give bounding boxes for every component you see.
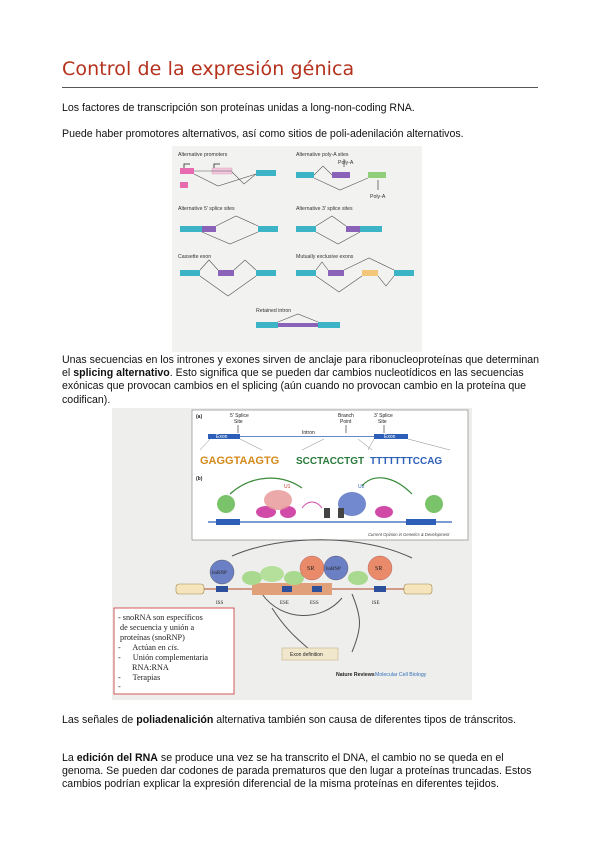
exon-right-label: Exon	[384, 434, 396, 440]
label-retained: Retained intron	[256, 308, 291, 314]
paragraph-3-bold: splicing alternativo	[73, 367, 170, 380]
splicing-patterns-svg: Alternative promoters Alternative poly-A…	[172, 146, 422, 352]
note-line-3: proteínas (snoRNP)	[120, 633, 185, 642]
intron-label: Intron	[302, 430, 315, 436]
paragraph-3-text-b: . Esto significa que se pueden dar cambi…	[62, 367, 527, 406]
ese-label: ESE	[280, 601, 289, 606]
nature-reviews-label: Nature Reviews	[336, 672, 375, 678]
sequence-logo-2: SCCTACCTGT	[296, 456, 364, 467]
three-splice-label: 3′ Splice	[374, 413, 393, 419]
page-title: Control de la expresión génica	[62, 58, 355, 80]
five-site-label: Site	[234, 419, 243, 425]
sequence-logo-3: TTTTTTTCCAG	[370, 456, 442, 467]
branch-label: Branch	[338, 413, 354, 419]
paragraph-3: Unas secuencias en los intrones y exones…	[62, 354, 542, 407]
label-polya-top: Poly-A	[338, 160, 354, 166]
label-polya-bottom: Poly-A	[370, 194, 386, 200]
label-cassette: Cassette exon	[178, 254, 211, 260]
paragraph-5-text-a: La	[62, 752, 77, 764]
label-alt-promoters: Alternative promoters	[178, 152, 228, 158]
splicing-regulation-svg: (a) 5′ Splice Site Branch Point 3′ Splic…	[112, 408, 472, 700]
note-line-7: - Terapias	[118, 673, 160, 682]
note-line-6: RNA:RNA	[132, 663, 169, 672]
exon-definition-label: Exon definition	[290, 652, 323, 658]
u2-label: U2	[358, 484, 365, 490]
note-line-1: - snoRNA son específicos	[118, 613, 203, 622]
sr-label-right: SR	[375, 566, 382, 572]
panel-b-tag: (b)	[196, 476, 203, 482]
paragraph-3-text-a: Unas secuencias en los intrones y exones…	[62, 354, 540, 380]
point-label: Point	[340, 419, 352, 425]
splicing-regulation-figure: (a) 5′ Splice Site Branch Point 3′ Splic…	[112, 408, 472, 700]
paragraph-1: Los factores de transcripción son proteí…	[62, 102, 415, 114]
label-mutually: Mutually exclusive exons	[296, 254, 354, 260]
paragraph-4-text-b: alternativa también son causa de diferen…	[213, 714, 517, 726]
u1-label: U1	[284, 484, 291, 490]
paragraph-5-text-b: se produce una vez se ha transcrito el D…	[62, 752, 532, 791]
note-line-5: - Unión complementaria	[118, 653, 208, 662]
exon-left-label: Exon	[216, 434, 228, 440]
ise-label: ISE	[372, 601, 380, 606]
ess-label: ESS	[310, 601, 319, 606]
paragraph-4-bold: poliadenalición	[136, 714, 214, 726]
paragraph-5-bold: edición del RNA	[76, 752, 158, 764]
journal-label: Molecular Cell Biology	[375, 672, 427, 678]
panel-a-tag: (a)	[196, 414, 202, 420]
iss-label: ISS	[216, 601, 223, 606]
panel-b-credit: Current Opinion in Genetics & Developmen…	[368, 532, 450, 537]
paragraph-4-text-a: Las señales de	[62, 714, 137, 726]
paragraph-2: Puede haber promotores alternativos, así…	[62, 128, 464, 140]
paragraph-5: La edición del RNA se produce una vez se…	[62, 752, 542, 792]
label-alt-polya: Alternative poly-A sites	[296, 152, 349, 158]
note-line-8: -	[118, 682, 121, 691]
title-divider	[62, 87, 538, 88]
sr-label-center: SR	[307, 566, 314, 572]
sequence-logo-1: GAGGTAAGTG	[200, 455, 279, 467]
hnrnp-label-center: hnRNP	[326, 567, 341, 572]
label-alt5: Alternative 5′ splice sites	[178, 206, 235, 212]
three-site-label: Site	[378, 419, 387, 425]
label-alt3: Alternative 3′ splice sites	[296, 206, 353, 212]
paragraph-4: Las señales de poliadenalición alternati…	[62, 714, 532, 727]
five-splice-label: 5′ Splice	[230, 413, 249, 419]
splicing-patterns-figure: Alternative promoters Alternative poly-A…	[172, 146, 422, 352]
note-line-2: de secuencia y unión a	[120, 623, 194, 632]
note-line-4: - Actúan en cis.	[118, 643, 179, 652]
hnrnp-label-left: hnRNP	[212, 571, 227, 576]
